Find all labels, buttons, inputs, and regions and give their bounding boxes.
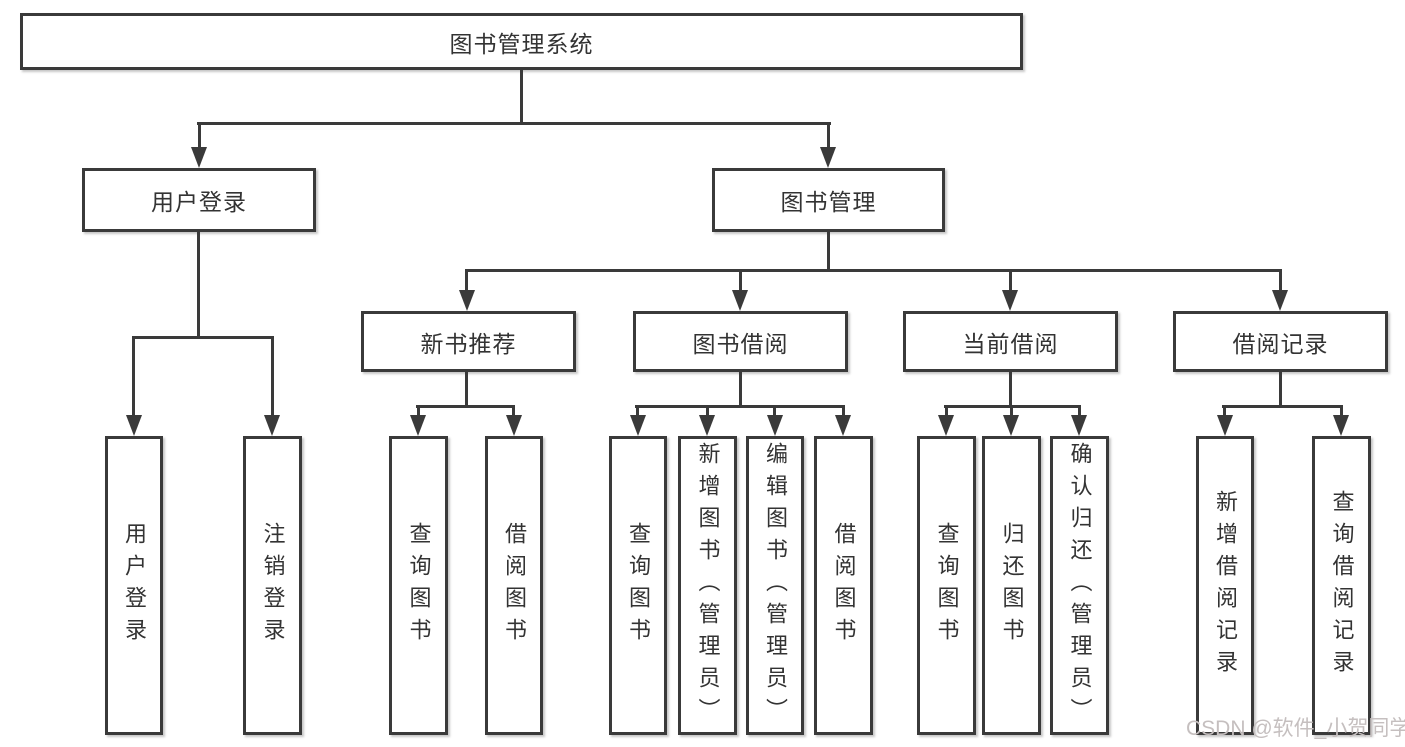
- arrowhead-down-icon: [1272, 290, 1288, 311]
- node-current-borrow-label: 当前借阅: [962, 330, 1059, 357]
- connector-line: [520, 70, 523, 122]
- arrowhead-down-icon: [1071, 415, 1087, 436]
- node-borrow-records: 借阅记录: [1173, 311, 1388, 372]
- node-leaf-borrow-books-1: 借阅图书: [485, 436, 543, 735]
- node-leaf-add-books-admin: 新增图书（管理员）: [678, 436, 737, 735]
- node-leaf-user-login-label: 用户登录: [122, 521, 147, 650]
- node-leaf-query-books-1: 查询图书: [389, 436, 448, 735]
- connector-line: [1010, 405, 1013, 415]
- node-leaf-edit-books-admin: 编辑图书（管理员）: [746, 436, 804, 735]
- node-leaf-borrow-books-2-label: 借阅图书: [831, 521, 857, 650]
- connector-line: [512, 405, 515, 415]
- arrowhead-down-icon: [732, 290, 748, 311]
- connector-line: [773, 405, 776, 415]
- arrowhead-down-icon: [1002, 290, 1018, 311]
- node-library-system-label: 图书管理系统: [449, 30, 594, 57]
- connector-line: [1078, 405, 1081, 415]
- node-book-borrow: 图书借阅: [633, 311, 848, 372]
- connector-line: [636, 405, 639, 415]
- arrowhead-down-icon: [938, 415, 954, 436]
- arrowhead-down-icon: [264, 415, 280, 436]
- arrowhead-down-icon: [699, 415, 715, 436]
- connector-line: [739, 372, 742, 405]
- connector-line: [739, 269, 742, 290]
- node-leaf-add-books-admin-label: 新增图书（管理员）: [695, 441, 721, 730]
- node-library-system: 图书管理系统: [20, 13, 1023, 70]
- node-leaf-logout: 注销登录: [243, 436, 302, 735]
- connector-line: [197, 122, 831, 125]
- arrowhead-down-icon: [1217, 415, 1233, 436]
- node-leaf-borrow-books-2: 借阅图书: [814, 436, 873, 735]
- node-current-borrow: 当前借阅: [903, 311, 1118, 372]
- connector-line: [706, 405, 709, 415]
- node-leaf-query-borrow-record: 查询借阅记录: [1312, 436, 1371, 735]
- arrowhead-down-icon: [767, 415, 783, 436]
- connector-line: [635, 405, 845, 408]
- node-leaf-edit-books-admin-label: 编辑图书（管理员）: [763, 441, 788, 730]
- node-leaf-query-books-3-label: 查询图书: [934, 521, 960, 650]
- connector-line: [842, 405, 845, 415]
- connector-line: [465, 372, 468, 405]
- connector-line: [1340, 405, 1343, 415]
- node-book-management-label: 图书管理: [780, 189, 877, 215]
- arrowhead-down-icon: [835, 415, 851, 436]
- connector-line: [1223, 405, 1226, 415]
- node-user-login: 用户登录: [82, 168, 316, 232]
- node-leaf-query-books-1-label: 查询图书: [406, 521, 432, 650]
- connector-line: [416, 405, 515, 408]
- connector-line: [198, 122, 201, 147]
- connector-line: [827, 122, 830, 147]
- node-new-book-recommend: 新书推荐: [361, 311, 576, 372]
- connector-line: [271, 336, 274, 415]
- node-leaf-query-books-2-label: 查询图书: [626, 521, 651, 650]
- node-leaf-user-login: 用户登录: [105, 436, 163, 735]
- connector-line: [1222, 405, 1343, 408]
- arrowhead-down-icon: [410, 415, 426, 436]
- connector-line: [132, 336, 135, 415]
- arrowhead-down-icon: [191, 147, 207, 168]
- node-borrow-records-label: 借阅记录: [1232, 330, 1329, 357]
- connector-line: [827, 232, 830, 269]
- node-leaf-borrow-books-1-label: 借阅图书: [502, 521, 527, 650]
- node-leaf-query-books-2: 查询图书: [609, 436, 667, 735]
- connector-line: [945, 405, 948, 415]
- node-leaf-return-books: 归还图书: [982, 436, 1041, 735]
- arrowhead-down-icon: [126, 415, 142, 436]
- node-new-book-recommend-label: 新书推荐: [420, 330, 517, 357]
- node-book-management: 图书管理: [712, 168, 945, 232]
- node-book-borrow-label: 图书借阅: [692, 330, 789, 357]
- node-leaf-logout-label: 注销登录: [260, 521, 286, 650]
- arrowhead-down-icon: [459, 290, 475, 311]
- arrowhead-down-icon: [1333, 415, 1349, 436]
- node-leaf-query-borrow-record-label: 查询借阅记录: [1329, 489, 1355, 682]
- connector-line: [1279, 372, 1282, 405]
- arrowhead-down-icon: [820, 147, 836, 168]
- node-leaf-add-borrow-record: 新增借阅记录: [1196, 436, 1254, 735]
- node-leaf-add-borrow-record-label: 新增借阅记录: [1213, 489, 1238, 682]
- connector-line: [1279, 269, 1282, 290]
- connector-line: [132, 336, 274, 339]
- connector-line: [1009, 372, 1012, 405]
- connector-line: [465, 269, 468, 290]
- arrowhead-down-icon: [1003, 415, 1019, 436]
- node-user-login-label: 用户登录: [151, 189, 247, 215]
- connector-line: [197, 232, 200, 336]
- connector-line: [417, 405, 420, 415]
- connector-line: [465, 269, 1282, 272]
- arrowhead-down-icon: [630, 415, 646, 436]
- node-leaf-confirm-return-admin-label: 确认归还（管理员）: [1067, 441, 1093, 730]
- node-leaf-return-books-label: 归还图书: [999, 521, 1025, 650]
- node-leaf-confirm-return-admin: 确认归还（管理员）: [1050, 436, 1109, 735]
- node-leaf-query-books-3: 查询图书: [917, 436, 976, 735]
- connector-line: [1009, 269, 1012, 290]
- arrowhead-down-icon: [506, 415, 522, 436]
- watermark: CSDN @软件_小贺同学: [1186, 717, 1405, 740]
